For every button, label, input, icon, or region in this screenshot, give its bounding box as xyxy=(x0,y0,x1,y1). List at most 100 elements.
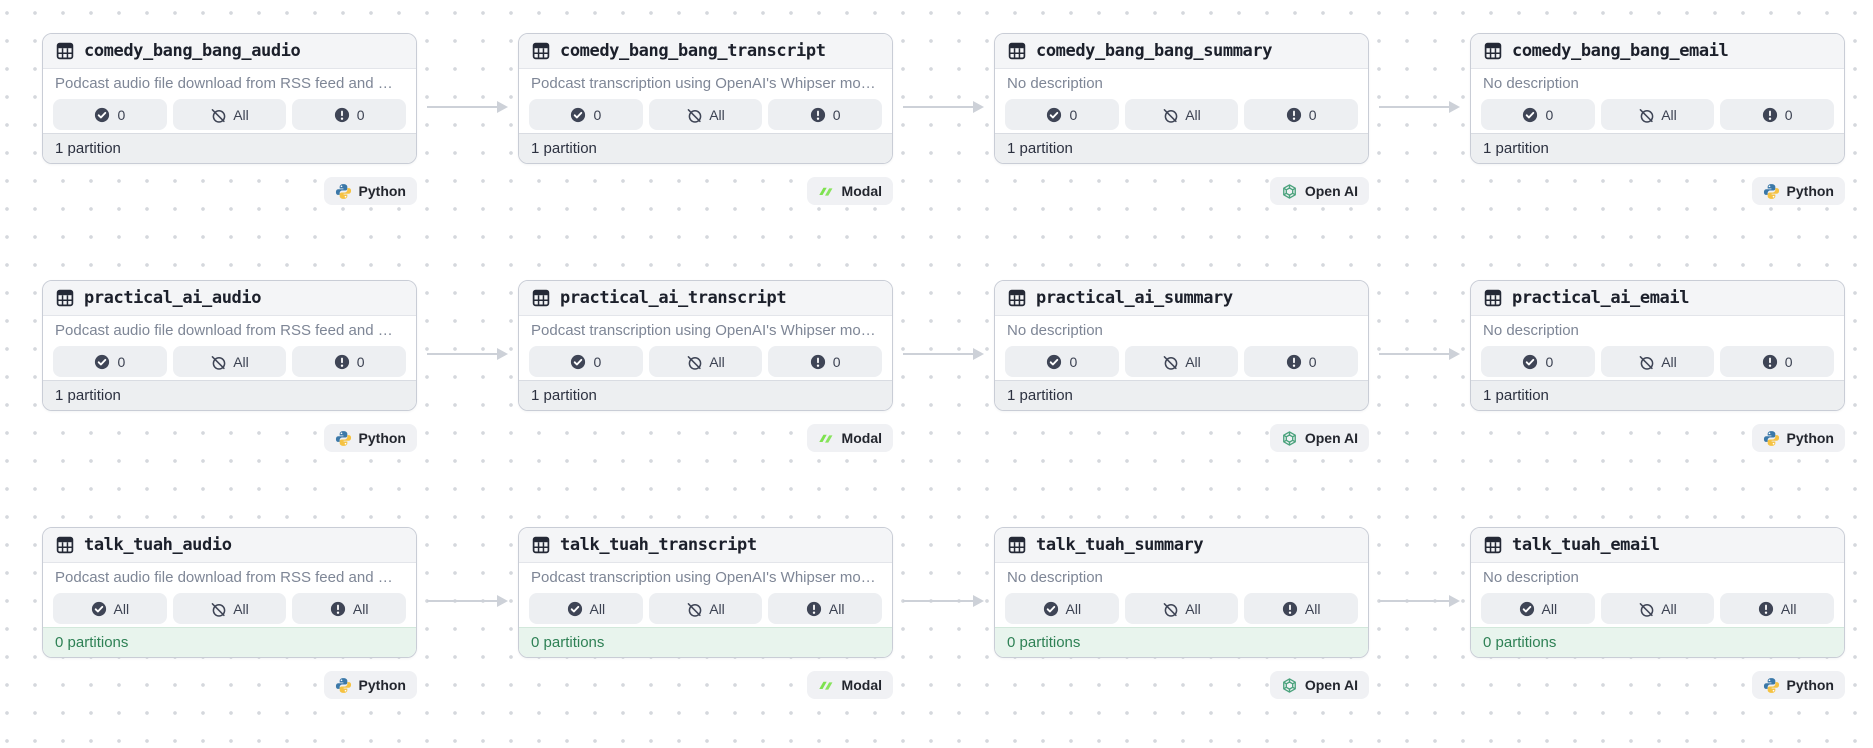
slash-circle-icon xyxy=(1162,354,1178,370)
failed-badge[interactable]: 0 xyxy=(768,346,883,377)
asset-card[interactable]: talk_tuah_summary No description All All… xyxy=(994,527,1369,658)
badge-value: 0 xyxy=(356,353,365,370)
tag-label: Open AI xyxy=(1304,677,1358,693)
materialized-badge[interactable]: 0 xyxy=(529,346,643,377)
missing-badge[interactable]: All xyxy=(172,346,287,377)
compute-kind-tag[interactable]: Python xyxy=(1751,424,1845,452)
compute-kind-tag[interactable]: Python xyxy=(1751,177,1845,205)
partition-count: 1 partition xyxy=(995,380,1368,410)
materialized-badge[interactable]: 0 xyxy=(1005,99,1119,130)
badge-value: 0 xyxy=(1308,353,1317,370)
missing-badge[interactable]: All xyxy=(648,346,763,377)
tag-row: Open AI xyxy=(994,671,1369,699)
python-icon xyxy=(335,183,352,200)
badge-value: All xyxy=(1185,600,1201,617)
materialized-badge[interactable]: 0 xyxy=(53,99,167,130)
materialized-badge[interactable]: 0 xyxy=(529,99,643,130)
materialized-badge[interactable]: All xyxy=(529,593,643,624)
tag-label: Modal xyxy=(841,677,882,693)
alert-circle-icon xyxy=(334,107,350,123)
compute-kind-tag[interactable]: Modal xyxy=(806,424,893,452)
compute-kind-tag[interactable]: Open AI xyxy=(1269,424,1369,452)
asset-header: talk_tuah_audio xyxy=(43,528,416,563)
asset-card[interactable]: practical_ai_summary No description 0 Al… xyxy=(994,280,1369,411)
failed-badge[interactable]: 0 xyxy=(292,99,407,130)
asset-card[interactable]: comedy_bang_bang_audio Podcast audio fil… xyxy=(42,33,417,164)
badge-value: 0 xyxy=(1784,353,1793,370)
badge-value: 0 xyxy=(1784,106,1793,123)
table-icon xyxy=(1007,41,1027,61)
missing-badge[interactable]: All xyxy=(1600,346,1715,377)
materialized-badge[interactable]: 0 xyxy=(53,346,167,377)
asset-name: talk_tuah_transcript xyxy=(560,535,757,555)
asset-card[interactable]: practical_ai_email No description 0 All … xyxy=(1470,280,1845,411)
missing-badge[interactable]: All xyxy=(648,99,763,130)
asset-card[interactable]: comedy_bang_bang_transcript Podcast tran… xyxy=(518,33,893,164)
badge-value: 0 xyxy=(832,106,841,123)
badge-value: All xyxy=(1661,600,1677,617)
missing-badge[interactable]: All xyxy=(172,593,287,624)
asset-card[interactable]: comedy_bang_bang_summary No description … xyxy=(994,33,1369,164)
asset-description: Podcast transcription using OpenAI's Whi… xyxy=(531,568,876,586)
asset-card[interactable]: talk_tuah_audio Podcast audio file downl… xyxy=(42,527,417,658)
failed-badge[interactable]: 0 xyxy=(1244,346,1359,377)
compute-kind-tag[interactable]: Modal xyxy=(806,177,893,205)
failed-badge[interactable]: 0 xyxy=(1720,346,1835,377)
failed-badge[interactable]: 0 xyxy=(1720,99,1835,130)
materialized-badge[interactable]: 0 xyxy=(1481,99,1595,130)
asset-header: practical_ai_transcript xyxy=(519,281,892,316)
badge-value: All xyxy=(589,600,606,617)
partition-count: 0 partitions xyxy=(519,627,892,657)
failed-badge[interactable]: 0 xyxy=(768,99,883,130)
asset-description: Podcast audio file download from RSS fee… xyxy=(55,568,393,586)
slash-circle-icon xyxy=(210,354,226,370)
failed-badge[interactable]: 0 xyxy=(1244,99,1359,130)
tag-label: Open AI xyxy=(1304,430,1358,446)
tag-label: Python xyxy=(358,183,406,199)
compute-kind-tag[interactable]: Python xyxy=(323,424,417,452)
missing-badge[interactable]: All xyxy=(1600,593,1715,624)
missing-badge[interactable]: All xyxy=(648,593,763,624)
asset-card[interactable]: talk_tuah_email No description All All A… xyxy=(1470,527,1845,658)
badge-value: 0 xyxy=(1069,106,1078,123)
materialized-badge[interactable]: 0 xyxy=(1005,346,1119,377)
missing-badge[interactable]: All xyxy=(1124,346,1239,377)
missing-badge[interactable]: All xyxy=(172,99,287,130)
failed-badge[interactable]: 0 xyxy=(292,346,407,377)
missing-badge[interactable]: All xyxy=(1600,99,1715,130)
asset-header: comedy_bang_bang_audio xyxy=(43,34,416,69)
tag-label: Python xyxy=(1786,677,1834,693)
compute-kind-tag[interactable]: Python xyxy=(323,177,417,205)
check-circle-icon xyxy=(567,601,583,617)
table-icon xyxy=(55,535,75,555)
failed-badge[interactable]: All xyxy=(1244,593,1359,624)
check-circle-icon xyxy=(1046,107,1062,123)
check-circle-icon xyxy=(1043,601,1059,617)
asset-card[interactable]: talk_tuah_transcript Podcast transcripti… xyxy=(518,527,893,658)
missing-badge[interactable]: All xyxy=(1124,593,1239,624)
edge-arrow xyxy=(903,348,984,360)
materialized-badge[interactable]: 0 xyxy=(1481,346,1595,377)
slash-circle-icon xyxy=(686,601,702,617)
compute-kind-tag[interactable]: Python xyxy=(323,671,417,699)
materialized-badge[interactable]: All xyxy=(53,593,167,624)
compute-kind-tag[interactable]: Modal xyxy=(806,671,893,699)
materialized-badge[interactable]: All xyxy=(1005,593,1119,624)
compute-kind-tag[interactable]: Open AI xyxy=(1269,177,1369,205)
compute-kind-tag[interactable]: Python xyxy=(1751,671,1845,699)
failed-badge[interactable]: All xyxy=(292,593,407,624)
asset-card[interactable]: practical_ai_transcript Podcast transcri… xyxy=(518,280,893,411)
compute-kind-tag[interactable]: Open AI xyxy=(1269,671,1369,699)
failed-badge[interactable]: All xyxy=(1720,593,1835,624)
alert-circle-icon xyxy=(1286,354,1302,370)
missing-badge[interactable]: All xyxy=(1124,99,1239,130)
check-circle-icon xyxy=(1522,107,1538,123)
materialized-badge[interactable]: All xyxy=(1481,593,1595,624)
asset-card[interactable]: comedy_bang_bang_email No description 0 … xyxy=(1470,33,1845,164)
badge-value: All xyxy=(709,106,725,123)
asset-card[interactable]: practical_ai_audio Podcast audio file do… xyxy=(42,280,417,411)
failed-badge[interactable]: All xyxy=(768,593,883,624)
asset-status-badges: 0 All 0 xyxy=(519,97,892,130)
asset-header: practical_ai_email xyxy=(1471,281,1844,316)
edge-arrow xyxy=(903,101,984,113)
